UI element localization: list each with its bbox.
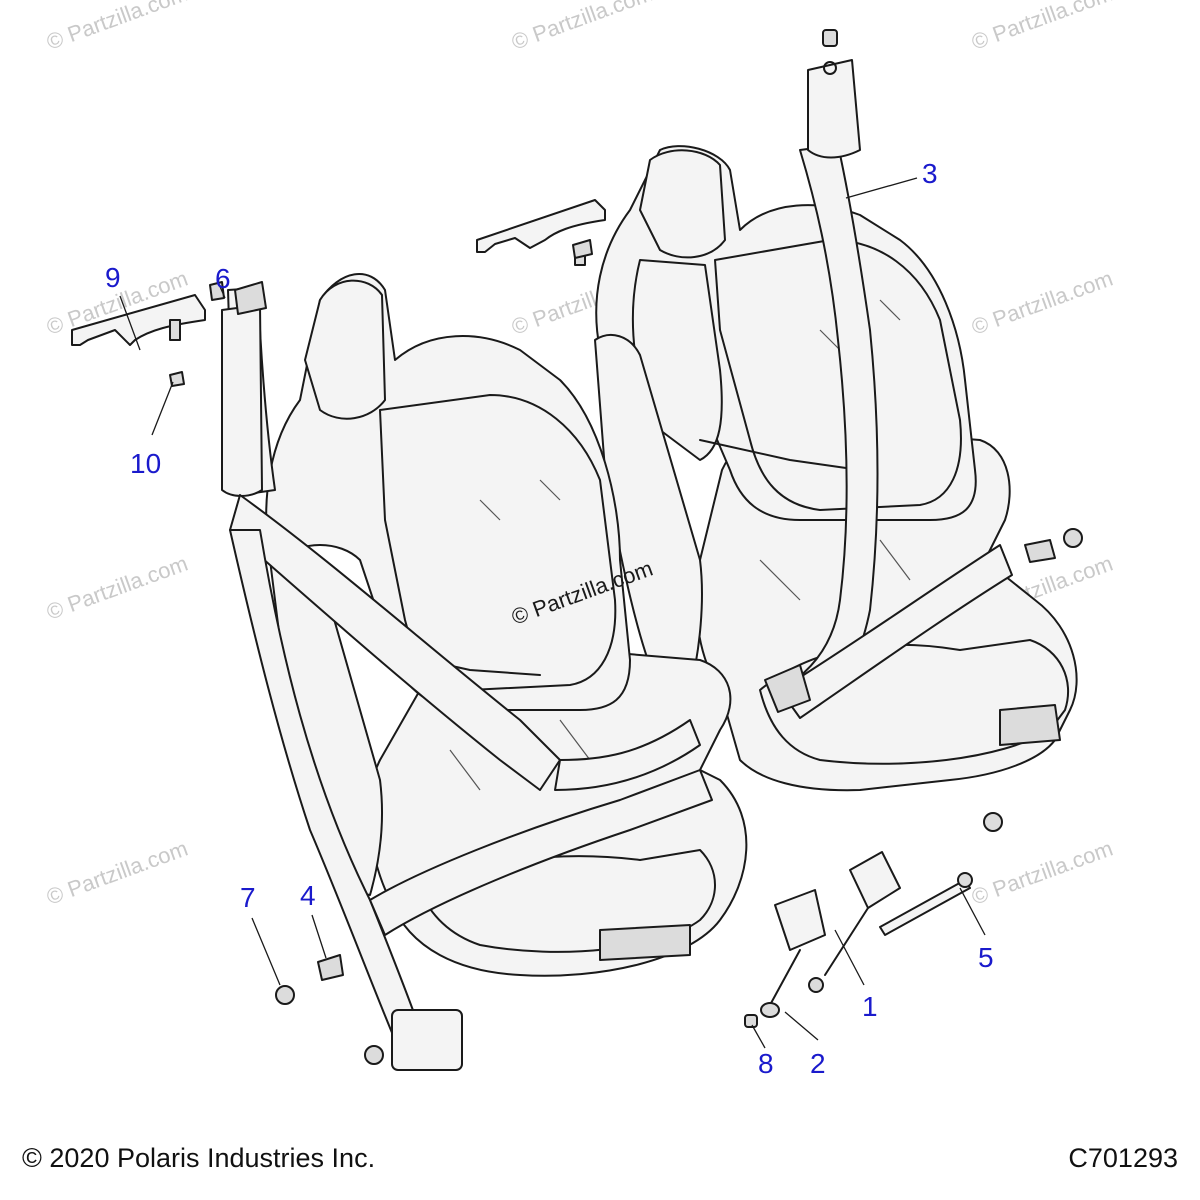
leader-lines [119,177,986,1049]
buckle-assemblies [169,239,973,1028]
callout-4: 4 [300,880,316,911]
callout-7: 7 [240,882,256,913]
seat-brackets [71,199,606,346]
left-seat [221,273,748,1071]
watermark: © Partzilla.com [508,0,656,55]
watermark: © Partzilla.com [43,0,191,55]
callout-9: 9 [105,262,121,293]
callout-8: 8 [758,1048,774,1079]
watermark: © Partzilla.com [968,836,1116,910]
right-seat [594,29,1083,832]
watermark: © Partzilla.com [43,551,191,625]
callout-1: 1 [862,991,878,1022]
copyright-text: © 2020 Polaris Industries Inc. [22,1143,376,1173]
watermark: © Partzilla.com [968,266,1116,340]
callout-10: 10 [130,448,161,479]
callout-2: 2 [810,1048,826,1079]
callout-3: 3 [922,158,938,189]
diagram-code: C701293 [1068,1143,1178,1173]
callout-6: 6 [215,263,231,294]
watermark: © Partzilla.com [968,0,1116,55]
callouts: 1 2 3 4 5 6 7 8 9 10 [105,158,994,1079]
callout-5: 5 [978,942,994,973]
watermark: © Partzilla.com [43,836,191,910]
